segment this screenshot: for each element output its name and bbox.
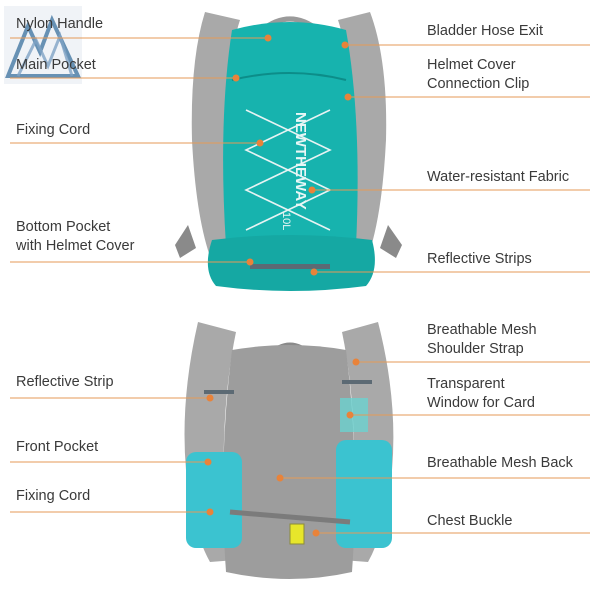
front-pocket-right — [336, 440, 392, 548]
label-water-resistant-fabric: Water-resistant Fabric — [427, 169, 570, 185]
label-reflective-strip: Reflective Strip — [16, 374, 114, 390]
label-nylon-handle: Nylon Handle — [16, 16, 104, 32]
main-pocket-body — [223, 22, 358, 254]
chest-buckle — [289, 523, 305, 545]
label-main-pocket: Main Pocket — [16, 57, 96, 73]
label-reflective-strips: Reflective Strips — [427, 251, 532, 267]
label-mesh-back: Breathable Mesh Back — [427, 455, 573, 471]
brand-print: NEWTHEWAY — [292, 112, 309, 210]
reflective-strip-right — [342, 380, 372, 384]
label-front-pocket: Front Pocket — [16, 439, 99, 455]
mesh-back-panel — [223, 345, 355, 579]
capacity-print: 10L — [280, 212, 292, 230]
chest-strap — [229, 509, 351, 525]
label-bottom-pocket: Bottom Pocket with Helmet Cover — [16, 219, 135, 254]
label-chest-buckle: Chest Buckle — [427, 513, 513, 529]
label-fixing-cord-back: Fixing Cord — [16, 488, 91, 504]
front-pocket-left — [186, 452, 242, 548]
leader-lines — [10, 37, 590, 534]
label-helmet-cover-clip: Helmet Cover Connection Clip — [427, 57, 530, 92]
label-mesh-shoulder-strap: Breathable Mesh Shoulder Strap — [427, 322, 537, 357]
label-bladder-hose-exit: Bladder Hose Exit — [427, 23, 544, 39]
label-fixing-cord-top: Fixing Cord — [16, 122, 91, 138]
bottom-pocket — [207, 235, 375, 291]
orange-dot-icon — [204, 34, 360, 537]
reflective-strips-top — [250, 264, 330, 269]
label-transparent-window: Transparent Window for Card — [427, 376, 535, 411]
mountain-logo-icon — [4, 6, 82, 84]
fixing-cord — [244, 109, 332, 231]
reflective-strip-left — [204, 390, 234, 394]
